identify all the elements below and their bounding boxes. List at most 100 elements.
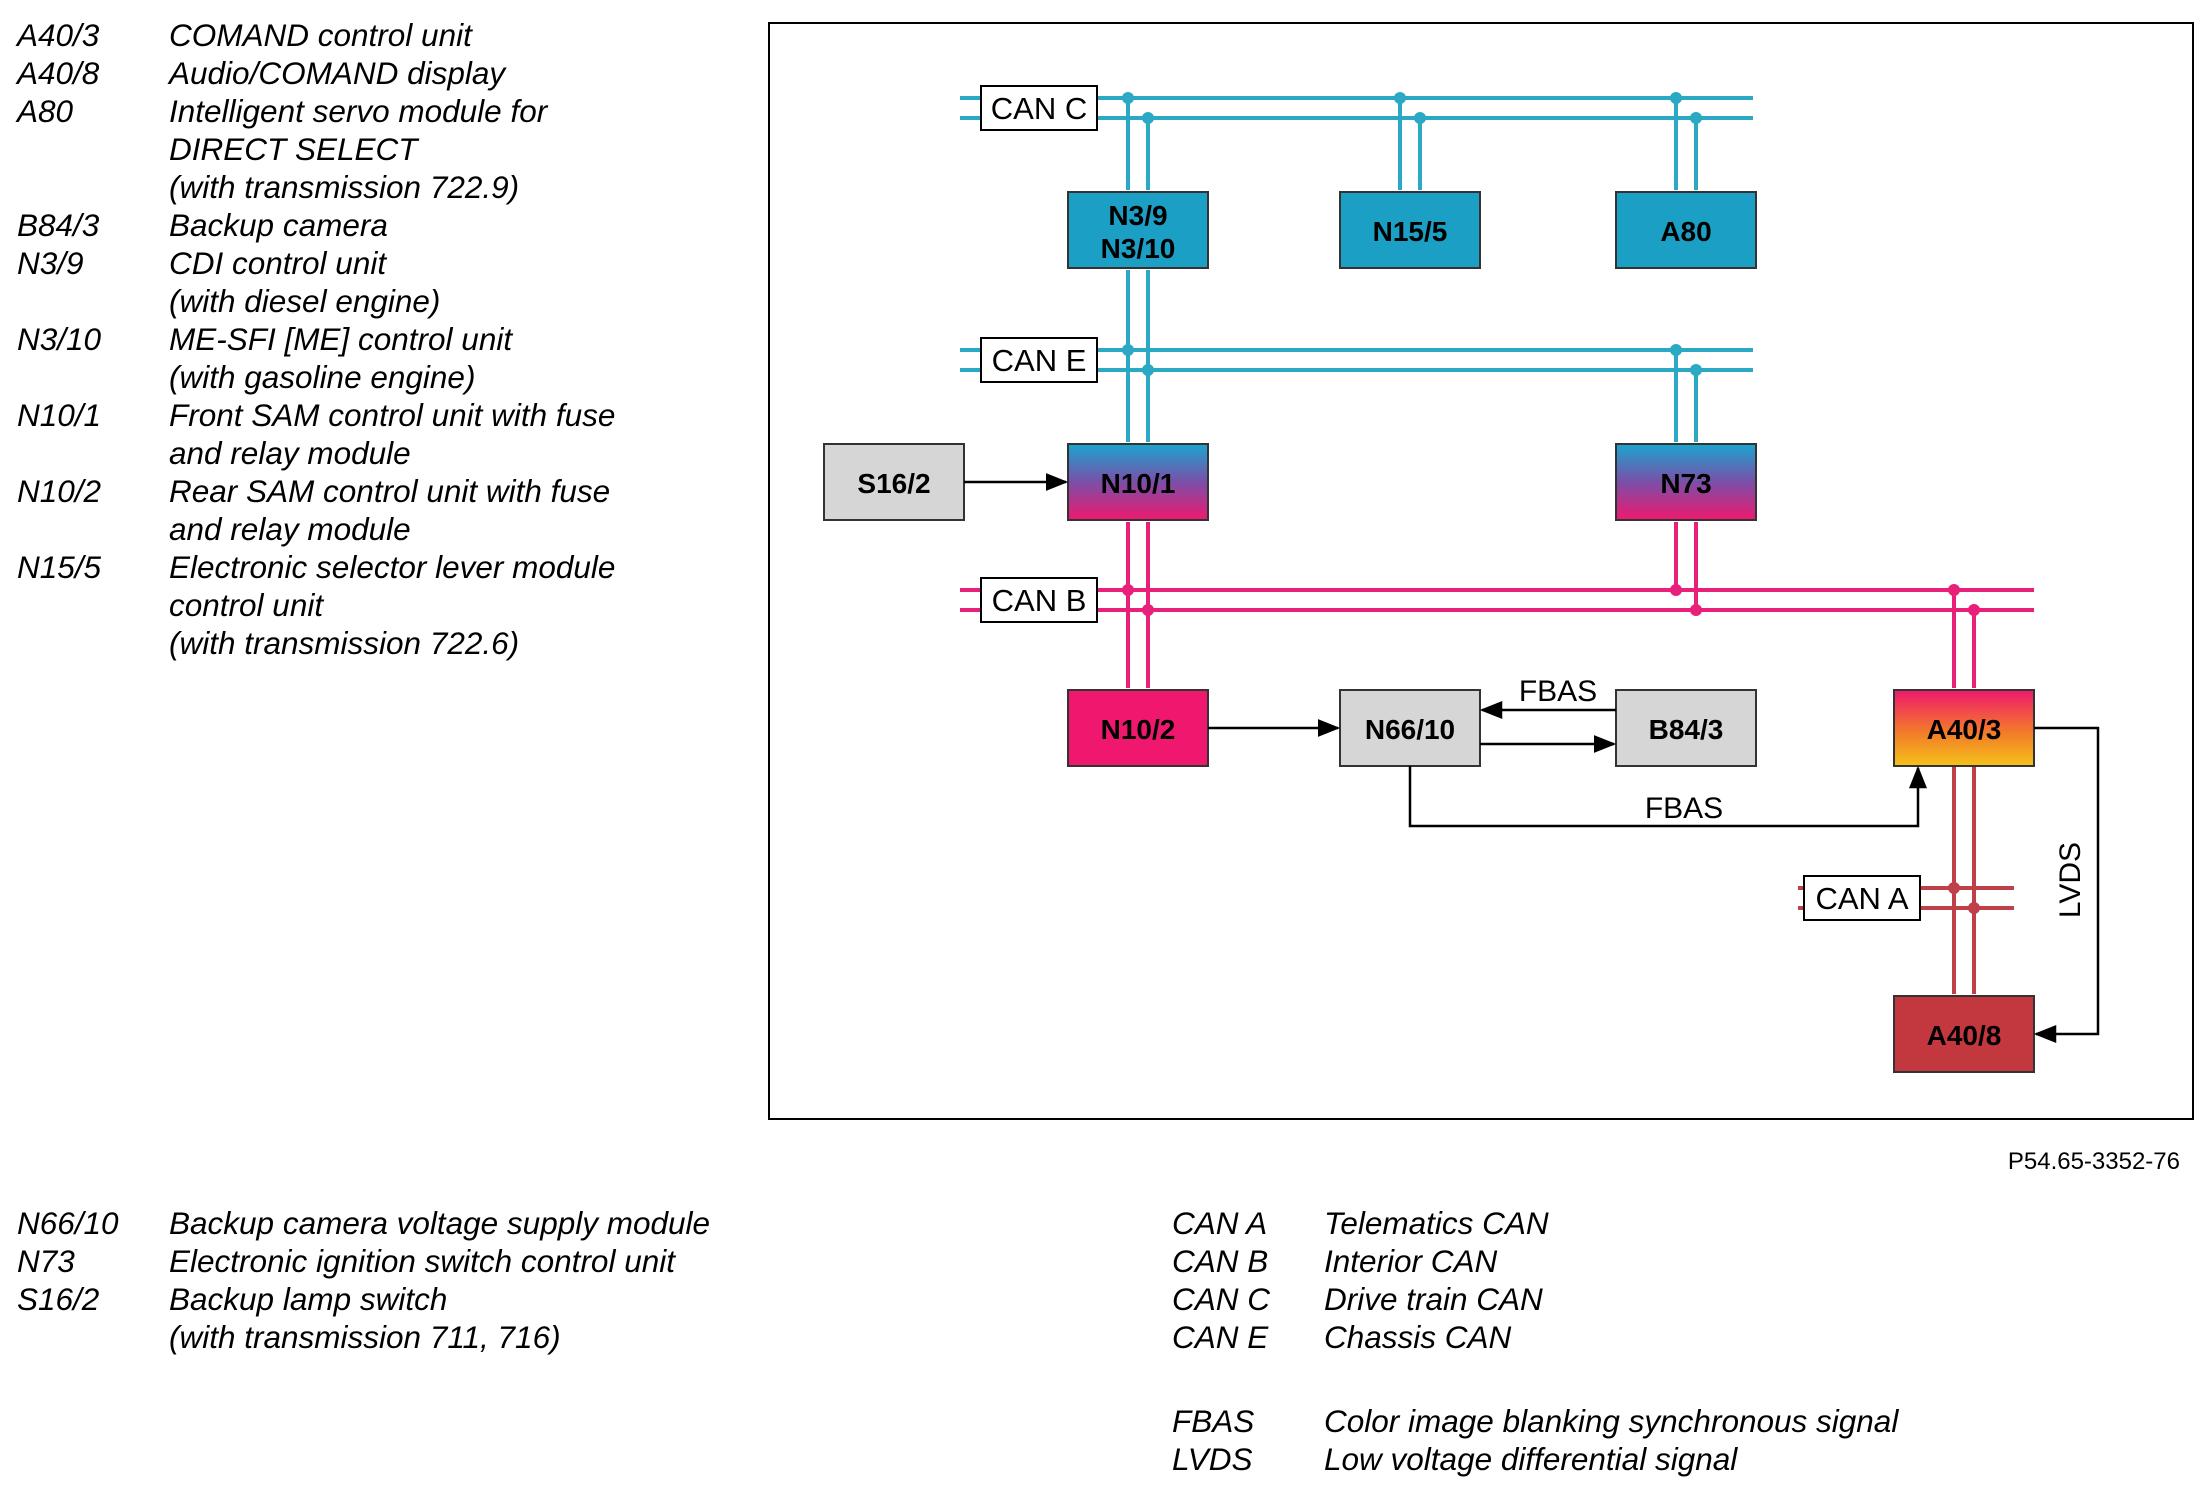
can-a-label: CAN A <box>1803 875 1921 921</box>
legend-row: N66/10 Backup camera voltage supply modul… <box>17 1204 710 1242</box>
legend-description: Low voltage differential signal <box>1324 1441 1738 1477</box>
legend-description: Intelligent servo module for DIRECT SELE… <box>169 93 548 205</box>
network-diagram: CAN C CAN E CAN B CAN A N3/9 N3/10 N15/5… <box>768 22 2194 1120</box>
legend-code: N10/1 <box>17 397 102 433</box>
legend-description: CDI control unit (with diesel engine) <box>169 245 441 319</box>
legend-code: CAN C <box>1172 1281 1271 1317</box>
legend-row: CAN A Telematics CAN <box>1172 1204 1898 1242</box>
legend-code: N3/9 <box>17 245 84 281</box>
fbas-label-top: FBAS <box>1519 675 1597 708</box>
can-a-nodes <box>1948 882 1980 914</box>
legend-code: A80 <box>17 93 74 129</box>
legend-description: COMAND control unit <box>169 17 472 53</box>
legend-code: N66/10 <box>17 1205 119 1241</box>
svg-text:B84/3: B84/3 <box>1649 714 1724 745</box>
diagram-frame <box>768 22 2194 1120</box>
svg-text:N66/10: N66/10 <box>1365 714 1455 745</box>
module-a80: A80 <box>1615 191 1757 269</box>
legend-description: Backup camera <box>169 207 388 243</box>
legend-description: Electronic selector lever module control… <box>169 549 616 661</box>
legend-row: N10/1 Front SAM control unit with fuse an… <box>17 396 769 472</box>
svg-text:A40/8: A40/8 <box>1927 1020 2002 1051</box>
legend-row: B84/3 Backup camera <box>17 206 769 244</box>
legend-gap <box>1172 1356 1898 1402</box>
svg-text:N10/2: N10/2 <box>1101 714 1176 745</box>
module-n6610: N66/10 <box>1339 689 1481 767</box>
legend-row: A40/8 Audio/COMAND display <box>17 54 769 92</box>
legend-description: Chassis CAN <box>1324 1319 1512 1355</box>
legend-code: FBAS <box>1172 1403 1255 1439</box>
can-c-nodes <box>1122 92 1702 124</box>
legend-components-continued: N66/10 Backup camera voltage supply modul… <box>17 1204 710 1356</box>
legend-row: CAN C Drive train CAN <box>1172 1280 1898 1318</box>
svg-text:CAN E: CAN E <box>992 343 1087 378</box>
legend-row: A80 Intelligent servo module for DIRECT S… <box>17 92 769 206</box>
legend-code: CAN A <box>1172 1205 1268 1241</box>
legend-code: A40/3 <box>17 17 100 53</box>
svg-text:N73: N73 <box>1660 468 1711 499</box>
legend-code: N3/10 <box>17 321 102 357</box>
module-n73: N73 <box>1615 443 1757 521</box>
module-n102: N10/2 <box>1067 689 1209 767</box>
legend-row: S16/2 Backup lamp switch (with transmissi… <box>17 1280 710 1356</box>
signal-arrows <box>964 473 2100 1043</box>
legend-code: CAN B <box>1172 1243 1269 1279</box>
svg-text:CAN B: CAN B <box>992 583 1087 618</box>
legend-description: Color image blanking synchronous signal <box>1324 1403 1899 1439</box>
lvds-label: LVDS <box>2054 842 2087 918</box>
arrow-n6610-to-a403-fbas <box>1408 765 1927 828</box>
can-c-label: CAN C <box>980 85 1098 131</box>
svg-text:CAN A: CAN A <box>1815 881 1908 916</box>
svg-text:A80: A80 <box>1660 216 1711 247</box>
module-b843: B84/3 <box>1615 689 1757 767</box>
fbas-label-bottom: FBAS <box>1645 792 1723 825</box>
legend-code: N15/5 <box>17 549 102 585</box>
legend-description: Telematics CAN <box>1324 1205 1549 1241</box>
legend-description: Interior CAN <box>1324 1243 1498 1279</box>
arrow-a403-to-a408-lvds <box>2033 726 2100 1043</box>
legend-description: Electronic ignition switch control unit <box>169 1243 675 1279</box>
legend-description: Rear SAM control unit with fuse and rela… <box>169 473 611 547</box>
legend-row: CAN E Chassis CAN <box>1172 1318 1898 1356</box>
legend-row: CAN B Interior CAN <box>1172 1242 1898 1280</box>
svg-text:A40/3: A40/3 <box>1927 714 2002 745</box>
legend-description: Backup lamp switch (with transmission 71… <box>169 1281 561 1355</box>
legend-description: ME-SFI [ME] control unit (with gasoline … <box>169 321 513 395</box>
legend-code: N73 <box>17 1243 75 1279</box>
legend-row: FBAS Color image blanking synchronous sig… <box>1172 1402 1898 1440</box>
legend-row: N15/5 Electronic selector lever module co… <box>17 548 769 662</box>
can-e-nodes <box>1122 344 1702 376</box>
svg-text:N10/1: N10/1 <box>1101 468 1176 499</box>
legend-row: A40/3 COMAND control unit <box>17 16 769 54</box>
module-a408: A40/8 <box>1893 995 2035 1073</box>
can-b-label: CAN B <box>980 577 1098 623</box>
legend-description: Audio/COMAND display <box>169 55 506 91</box>
can-b-nodes <box>1122 584 1980 616</box>
svg-text:CAN C: CAN C <box>991 91 1087 126</box>
legend-description: Front SAM control unit with fuse and rel… <box>169 397 616 471</box>
module-n101: N10/1 <box>1067 443 1209 521</box>
legend-row: LVDS Low voltage differential signal <box>1172 1440 1898 1478</box>
legend-code: CAN E <box>1172 1319 1269 1355</box>
legend-row: N10/2 Rear SAM control unit with fuse and… <box>17 472 769 548</box>
module-n39-n310: N3/9 N3/10 <box>1067 191 1209 269</box>
legend-description: Drive train CAN <box>1324 1281 1543 1317</box>
module-s162: S16/2 <box>823 443 965 521</box>
svg-text:N15/5: N15/5 <box>1373 216 1448 247</box>
legend-code: A40/8 <box>17 55 100 91</box>
legend-row: N3/10 ME-SFI [ME] control unit (with gaso… <box>17 320 769 396</box>
can-e-label: CAN E <box>980 337 1098 383</box>
legend-code: B84/3 <box>17 207 100 243</box>
legend-code: N10/2 <box>17 473 102 509</box>
legend-description: Backup camera voltage supply module <box>169 1205 711 1241</box>
svg-text:S16/2: S16/2 <box>857 468 930 499</box>
legend-code: LVDS <box>1172 1441 1253 1477</box>
can-b-bus <box>960 522 2034 688</box>
legend-row: N3/9 CDI control unit (with diesel engine… <box>17 244 769 320</box>
legend-code: S16/2 <box>17 1281 100 1317</box>
module-a403: A40/3 <box>1893 689 2035 767</box>
module-n155: N15/5 <box>1339 191 1481 269</box>
svg-text:N3/10: N3/10 <box>1101 233 1176 264</box>
